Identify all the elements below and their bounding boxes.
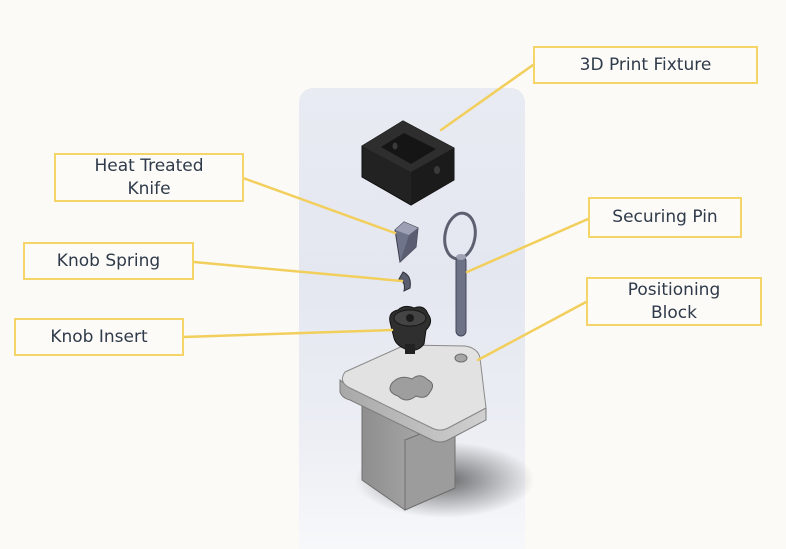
label-securing-pin: Securing Pin	[588, 197, 742, 238]
leader-line-heat-treated-knife	[241, 176, 397, 235]
leader-line-securing-pin	[465, 217, 590, 274]
positioning-block-part	[339, 344, 535, 518]
3d-print-fixture-part	[361, 120, 455, 206]
label-heat-treated-knife: Heat Treated Knife	[54, 153, 244, 202]
knob-cavity	[389, 375, 434, 401]
leader-line-knob-spring	[192, 260, 404, 283]
pin-hole	[454, 353, 468, 363]
securing-pin-part	[443, 211, 477, 337]
knob-insert-part	[389, 305, 432, 354]
heat-treated-knife-part	[394, 221, 419, 264]
leader-line-knob-insert	[181, 328, 394, 339]
leader-line-3d-print-fixture	[439, 63, 535, 132]
label-positioning-block: Positioning Block	[586, 277, 762, 326]
leader-line-positioning-block	[476, 300, 588, 362]
label-3d-print-fixture: 3D Print Fixture	[533, 46, 758, 84]
label-knob-spring: Knob Spring	[23, 242, 194, 280]
label-knob-insert: Knob Insert	[14, 318, 184, 356]
